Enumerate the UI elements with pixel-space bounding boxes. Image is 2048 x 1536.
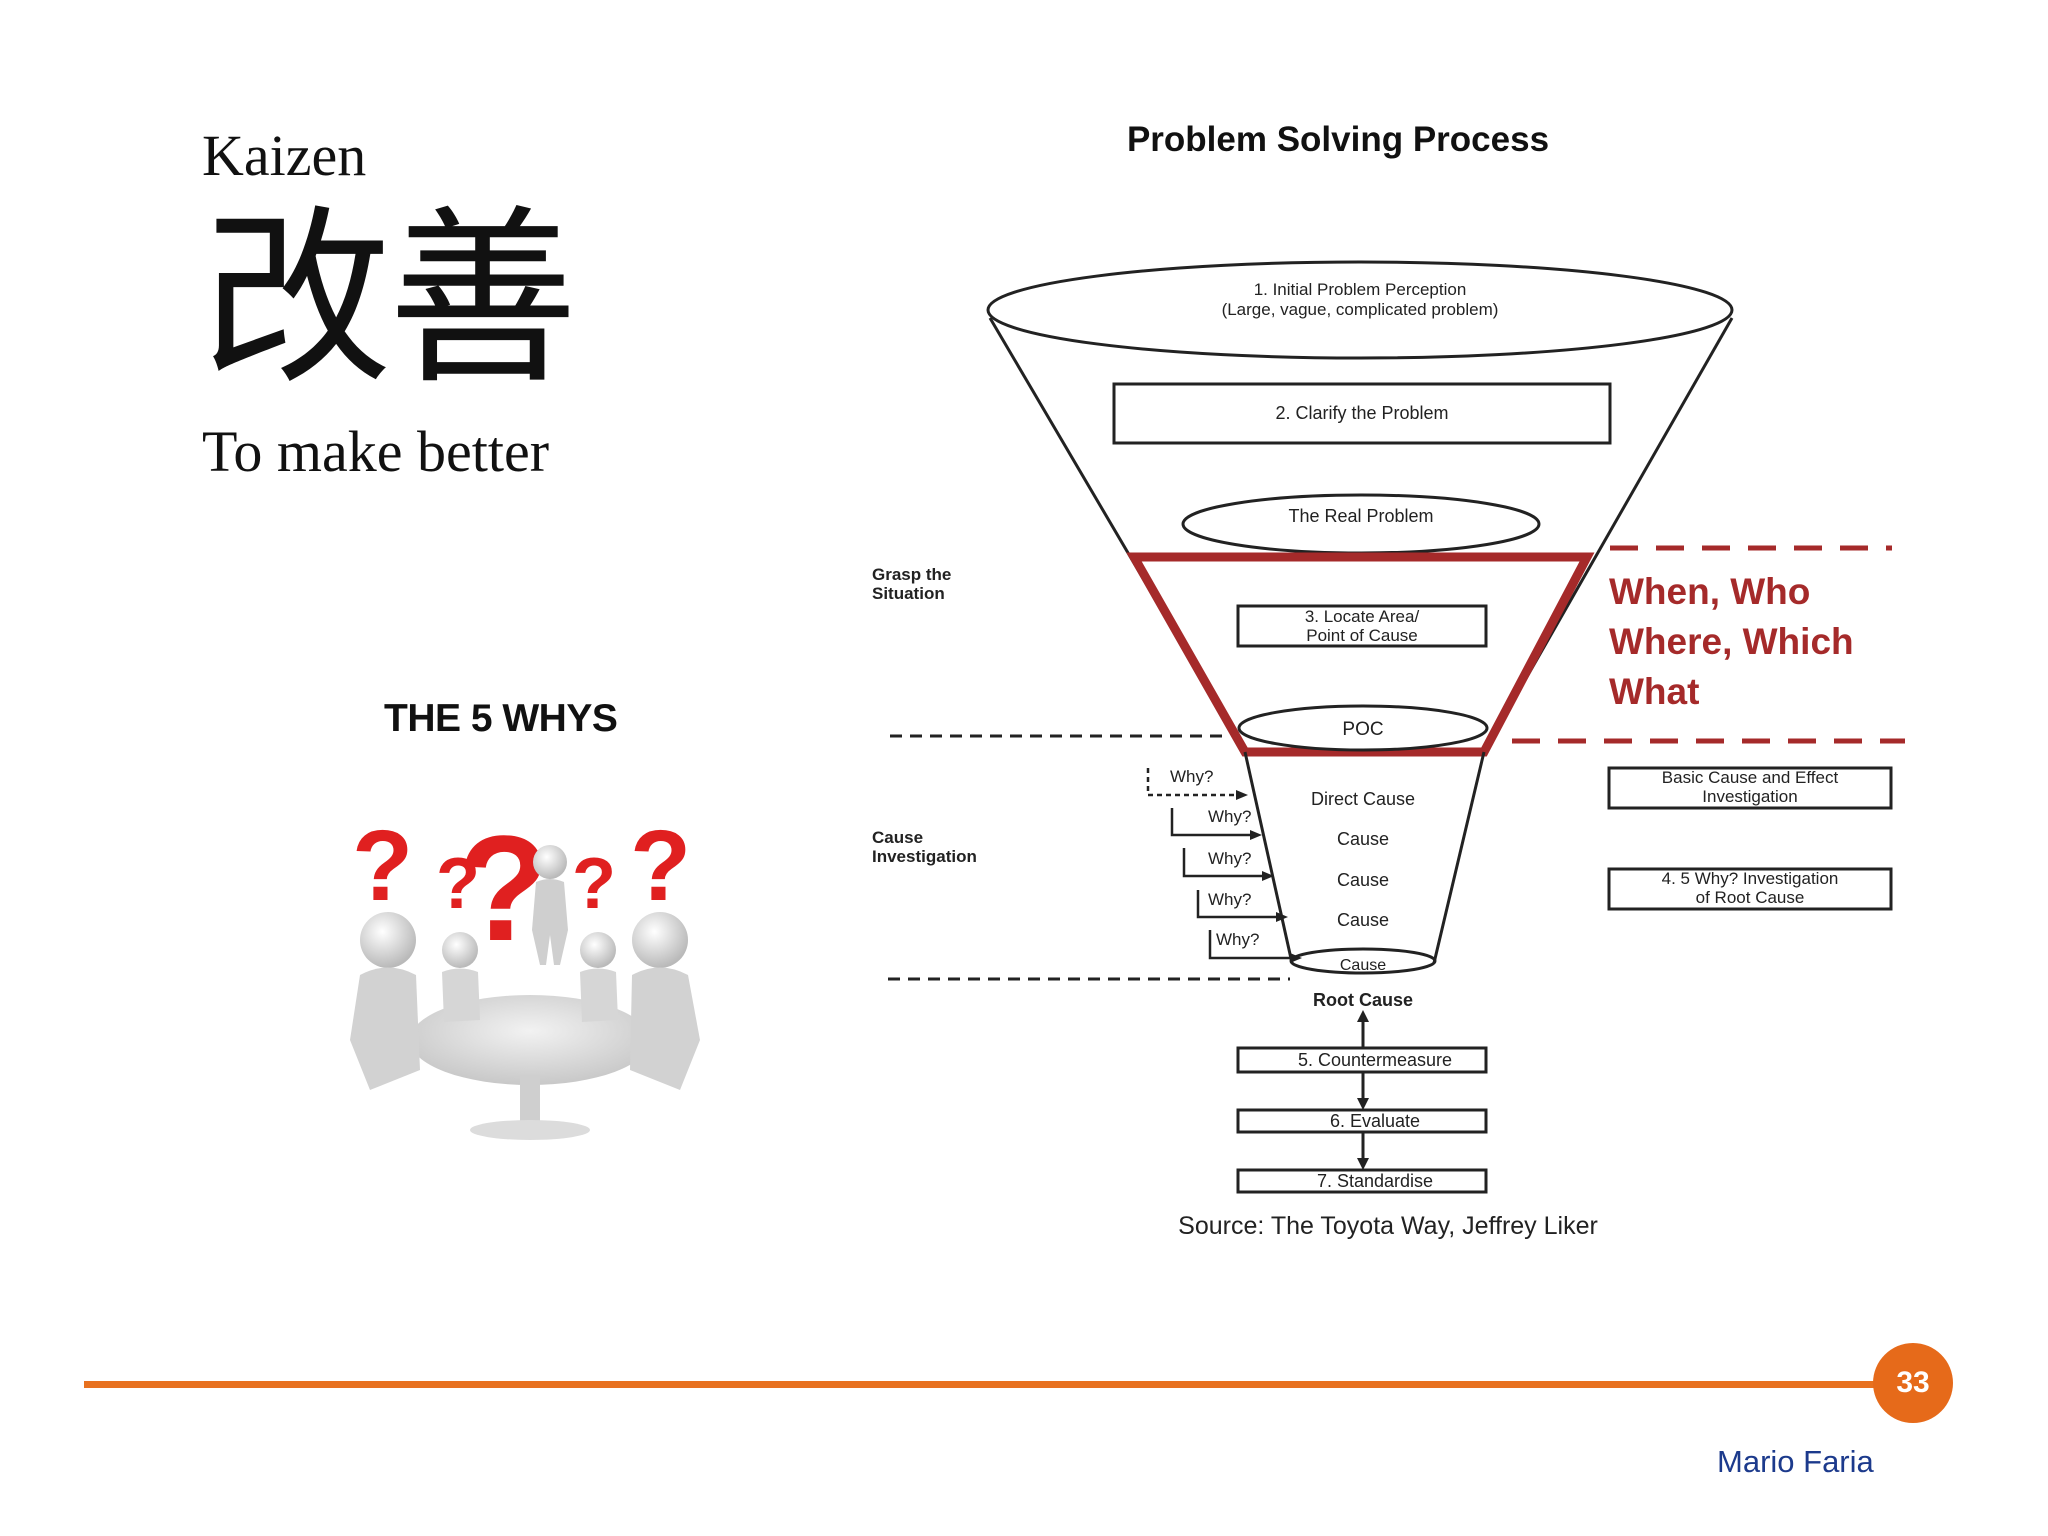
step6-label: 6. Evaluate — [1330, 1111, 1420, 1131]
lower-funnel-right-edge — [1432, 751, 1486, 964]
question-mark-icon: ? — [352, 810, 413, 922]
cause-label: Cause — [1337, 910, 1389, 930]
down-arrow-icon — [1357, 1098, 1369, 1110]
funnel-top-ellipse — [986, 260, 1734, 360]
up-arrow-icon — [1357, 1010, 1369, 1022]
five-whys-title: THE 5 WHYS — [384, 697, 618, 740]
step3-box — [1236, 604, 1488, 648]
annotation-line2: Where, Which — [1609, 621, 1854, 662]
cause-label: Direct Cause — [1311, 789, 1415, 809]
real-problem-label: The Real Problem — [1288, 506, 1433, 526]
question-mark-icon: ? — [436, 844, 480, 924]
why-label: Why? — [1216, 930, 1259, 949]
page-number-badge: 33 — [1873, 1343, 1953, 1423]
basic-cause-line2: Investigation — [1702, 787, 1797, 806]
cause-investigation-line1: Cause — [872, 828, 923, 847]
cause-investigation-line2: Investigation — [872, 847, 977, 866]
grasp-line2: Situation — [872, 584, 945, 603]
step4-line2: of Root Cause — [1696, 888, 1805, 907]
author-name: Mario Faria — [1717, 1444, 1874, 1479]
footer-divider — [84, 1381, 1920, 1388]
basic-cause-line1: Basic Cause and Effect — [1662, 768, 1839, 787]
annotation-line3: What — [1609, 671, 1699, 712]
basic-cause-box — [1607, 766, 1893, 810]
step3-line2: Point of Cause — [1306, 626, 1418, 645]
kaizen-kanji: 改善 — [202, 189, 578, 410]
meeting-question-marks-illustration: ? ? ? ? ? — [350, 804, 700, 1140]
down-arrow-icon — [1357, 1158, 1369, 1170]
kaizen-title: Kaizen — [202, 123, 367, 188]
grasp-line1: Grasp the — [872, 565, 951, 584]
problem-solving-diagram: Problem Solving Process 1. Initial Probl… — [872, 120, 1905, 1240]
step7-label: 7. Standardise — [1317, 1171, 1433, 1191]
source-caption: Source: The Toyota Way, Jeffrey Liker — [1178, 1212, 1598, 1240]
step4-line1: 4. 5 Why? Investigation — [1662, 869, 1839, 888]
cause-label: Cause — [1337, 870, 1389, 890]
step1-line2: (Large, vague, complicated problem) — [1222, 300, 1499, 319]
step5-label: 5. Countermeasure — [1298, 1050, 1452, 1070]
why-label: Why? — [1208, 890, 1251, 909]
question-mark-icon: ? — [572, 844, 616, 924]
step1-line1: 1. Initial Problem Perception — [1254, 280, 1467, 299]
poc-label: POC — [1342, 719, 1383, 740]
lower-funnel-left-edge — [1243, 751, 1294, 964]
step3-line1: 3. Locate Area/ — [1305, 607, 1420, 626]
step2-box — [1112, 382, 1612, 445]
diagram-title: Problem Solving Process — [1127, 120, 1549, 159]
annotation-line1: When, Who — [1609, 571, 1810, 612]
step7-box — [1236, 1168, 1488, 1194]
cause-label: Cause — [1337, 829, 1389, 849]
question-mark-icon: ? — [630, 810, 691, 922]
why-label: Why? — [1208, 807, 1251, 826]
root-cause-label: Root Cause — [1313, 990, 1413, 1010]
poc-ellipse — [1237, 704, 1489, 752]
kaizen-subtitle: To make better — [202, 419, 550, 484]
why-label: Why? — [1208, 849, 1251, 868]
step2-label: 2. Clarify the Problem — [1275, 403, 1448, 423]
step4-box — [1607, 867, 1893, 911]
cause-label: Cause — [1340, 957, 1386, 974]
why-label: Why? — [1170, 767, 1213, 786]
